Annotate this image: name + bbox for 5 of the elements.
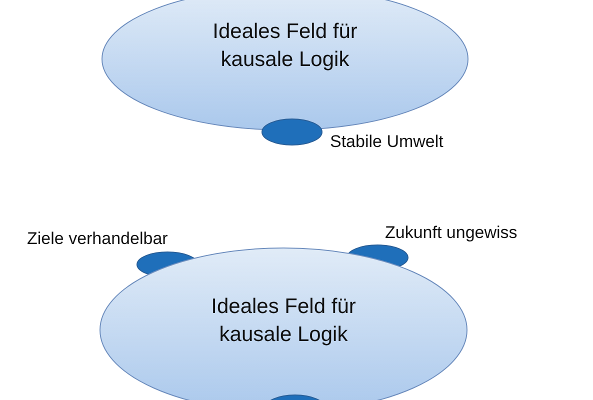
node-label: Ideales Feld für kausale Logik: [212, 19, 358, 73]
node-label: Ideales Feld für kausale Logik: [210, 294, 357, 348]
caption-label: Ziele verhandelbar: [27, 229, 168, 249]
caption-label: Zukunft ungewiss: [385, 223, 518, 243]
caption-label: Stabile Umwelt: [330, 132, 444, 152]
